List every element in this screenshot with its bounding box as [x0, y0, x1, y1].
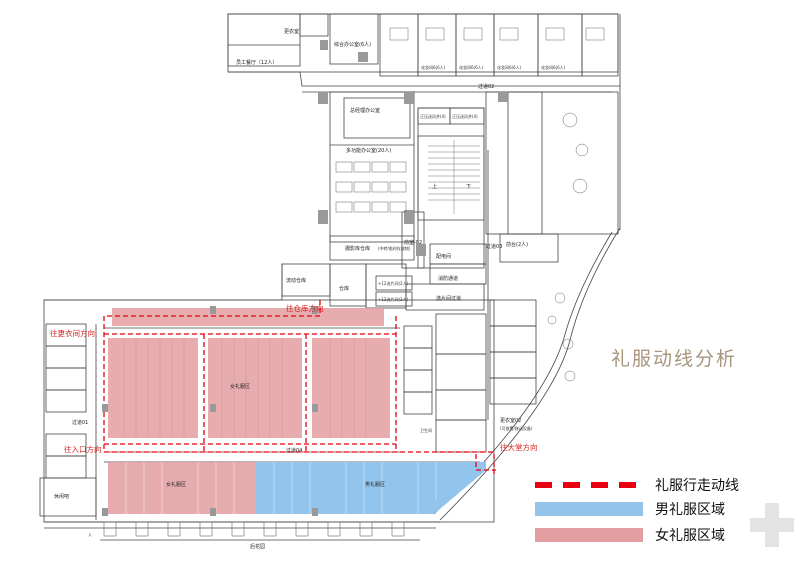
legend-route: 礼服行走动线 — [535, 475, 739, 495]
room-office-a: 化妆间6(6人) — [421, 64, 446, 70]
room-changing-top: 更衣室 — [284, 28, 299, 35]
legend-female-swatch — [535, 528, 643, 542]
legend-female-label: 女礼服区域 — [655, 528, 725, 544]
meeting-room — [329, 13, 379, 65]
route-label-warehouse: 往仓库方向 — [286, 303, 324, 313]
legend-male: 男礼服区域 — [535, 499, 725, 519]
room-power: 配电间 — [436, 253, 451, 260]
label-female-zone: 女礼服区 — [230, 383, 250, 390]
plus-watermark — [750, 503, 794, 547]
room-warehouse: 仓库 — [339, 285, 349, 292]
front-desk: 前台(2人) — [506, 241, 528, 248]
legend-route-label: 礼服行走动线 — [655, 478, 739, 494]
room-fitting-a: +12选片间(2人) — [378, 280, 409, 286]
legend-route-swatch — [535, 482, 643, 488]
room-multi-office: 多功能办公室(20人) — [346, 147, 391, 154]
changing-room-top — [227, 13, 301, 67]
room-staff-canteen: 员工餐厅（12人） — [236, 59, 277, 66]
female-zone-strip — [112, 308, 384, 326]
stair-up: 上 — [432, 183, 437, 190]
room-gm-office: 总经理办公室 — [350, 107, 380, 114]
diagram-title: 礼服动线分析 — [611, 348, 738, 370]
room-meeting: 综合办公室(6人) — [334, 41, 371, 48]
stair-down: 下 — [466, 184, 471, 190]
room-fitting-b: +12选片间(2人) — [378, 296, 409, 302]
male-zone — [256, 462, 486, 514]
entrance-mark: 入 — [88, 532, 92, 537]
room-changing: 更衣室02 — [500, 417, 521, 424]
room-office-d: 化妆间6(6人) — [541, 64, 566, 70]
female-zone-c — [312, 338, 390, 438]
corridor-03: 过道03 — [486, 243, 502, 250]
room-shoot-note: (中转/临时存放物) — [378, 245, 411, 251]
corridor-04: 过道04 — [286, 447, 302, 454]
fire-passage: 消防通道 — [438, 275, 458, 282]
room-mobile-store: 流动仓库 — [286, 277, 306, 284]
room-shoot-store: 摄影库仓库 — [345, 245, 370, 252]
corridor-02: 过道02 — [478, 83, 494, 90]
stair-b: 正压送风井(4) — [452, 113, 478, 119]
garden: 后花园 — [250, 543, 265, 550]
female-zone — [108, 308, 390, 514]
dress-route — [103, 300, 496, 474]
female-zone-a — [108, 338, 198, 438]
room-front: 前室-02 — [404, 239, 422, 246]
room-office-b: 化妆间6(6人) — [459, 64, 484, 70]
route-label-lobby: 往大堂方向 — [500, 442, 538, 452]
stair-a: 正压送风井(4) — [420, 113, 446, 119]
legend-male-label: 男礼服区域 — [655, 502, 725, 518]
label-female-zone-2: 女礼服区 — [166, 481, 186, 488]
route-label-changing: 往更衣间方向 — [50, 328, 95, 338]
room-office-c: 化妆间6(6人) — [497, 64, 522, 70]
legend-female: 女礼服区域 — [535, 525, 725, 545]
corridor-01: 过道01 — [72, 419, 88, 426]
female-zone-b — [208, 338, 302, 438]
equipment-note: (可放置/移动设备) — [500, 425, 533, 431]
selection-corridor: 选片间过道 — [436, 295, 461, 302]
multi-office — [329, 91, 415, 243]
legend-male-swatch — [535, 502, 643, 516]
room-wc: 卫生间 — [420, 427, 432, 433]
label-male-zone: 男礼服区 — [365, 481, 385, 488]
room-lounge: 休闲吧 — [54, 493, 69, 500]
female-zone-d — [108, 462, 256, 514]
route-label-entrance: 往入口方向 — [64, 444, 102, 454]
